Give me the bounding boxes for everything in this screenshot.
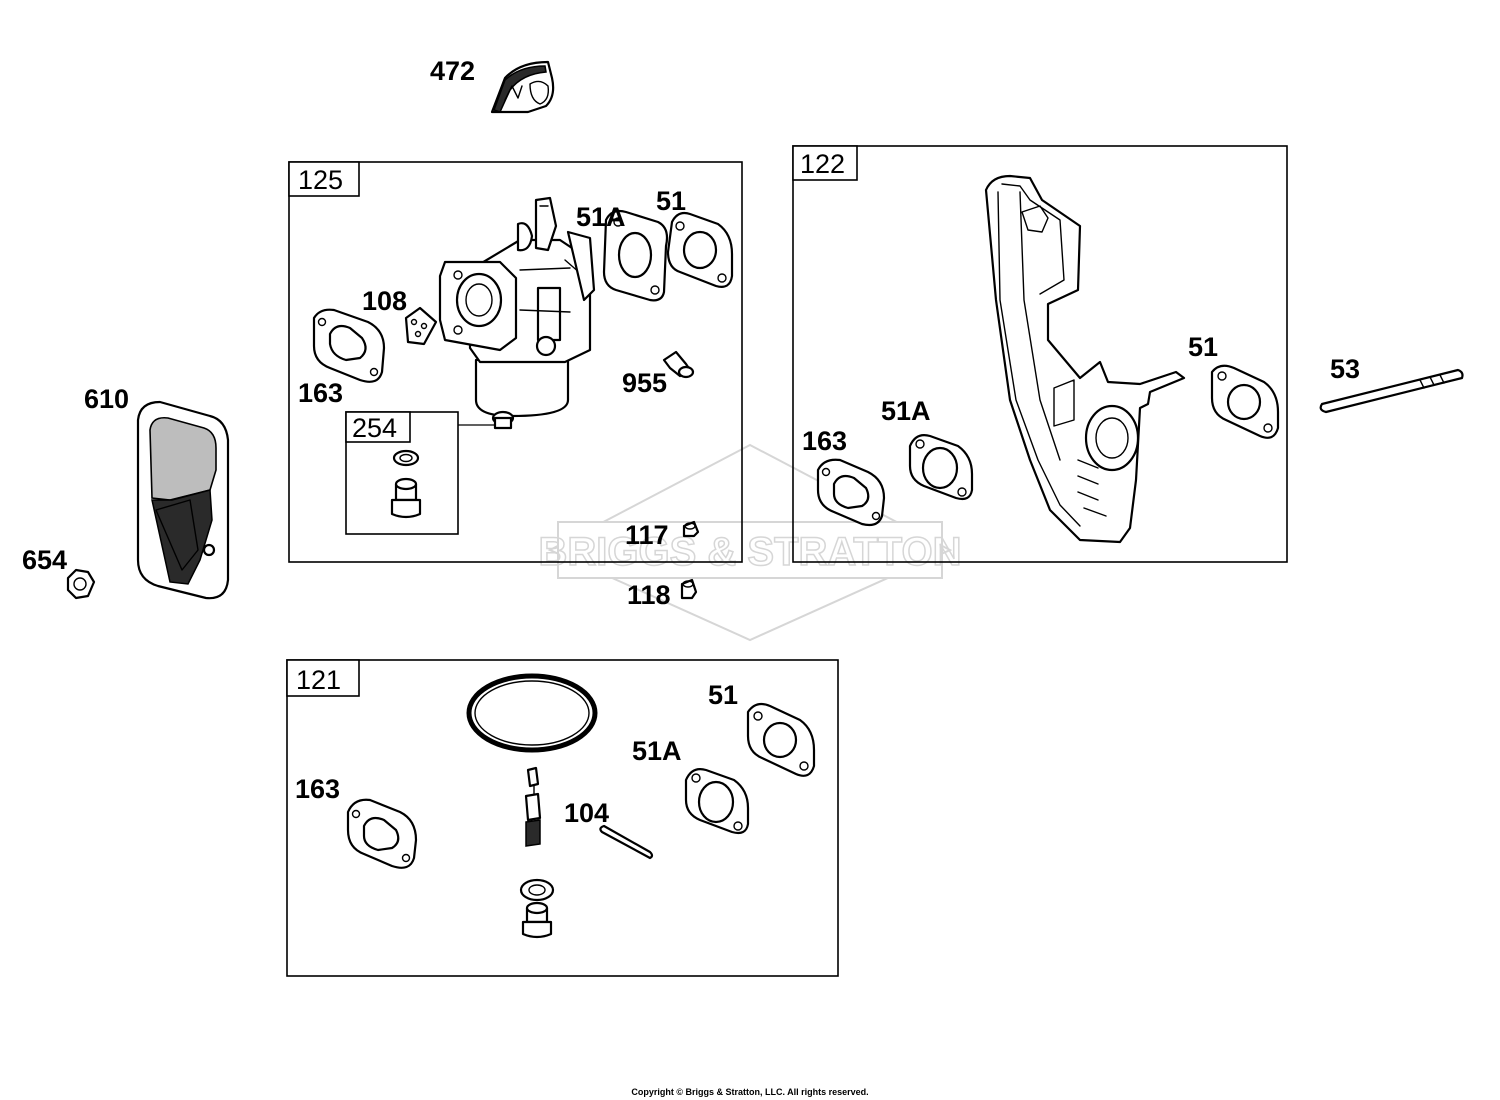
gasket-icon bbox=[1210, 364, 1280, 439]
air-filter-cover-icon bbox=[136, 400, 230, 600]
nut-118-icon bbox=[680, 578, 698, 600]
group-254-tag-box bbox=[345, 411, 411, 443]
group-121-tag-box bbox=[286, 659, 360, 697]
label-121-163: 163 bbox=[295, 774, 340, 804]
copyright-text: Copyright © Briggs & Stratton, LLC. All … bbox=[631, 1087, 868, 1097]
watermark: BRIGGS & STRATTON bbox=[538, 443, 962, 642]
group-125-tag: 125 bbox=[298, 165, 343, 195]
gasket-51a-icon bbox=[908, 434, 974, 501]
label-117: 117 bbox=[625, 520, 669, 550]
label-125-955: 955 bbox=[622, 368, 667, 398]
heat-shield-icon bbox=[984, 174, 1186, 544]
needle-valve-icon bbox=[524, 766, 542, 847]
label-118: 118 bbox=[627, 580, 671, 610]
gasket-icon bbox=[746, 702, 816, 777]
watermark-text: BRIGGS & STRATTON bbox=[539, 530, 962, 574]
label-654: 654 bbox=[22, 545, 67, 575]
gasket-51a-icon bbox=[602, 209, 669, 302]
group-254-tag: 254 bbox=[352, 413, 397, 443]
label-122-163: 163 bbox=[802, 426, 847, 456]
gasket-163-icon bbox=[312, 308, 386, 383]
gasket-163-icon bbox=[346, 798, 418, 869]
stud-icon bbox=[1319, 368, 1464, 414]
group-125-tag-box bbox=[288, 161, 360, 197]
label-122-51a: 51A bbox=[881, 396, 931, 426]
gasket-163-icon bbox=[816, 458, 886, 527]
label-125-51: 51 bbox=[656, 186, 686, 216]
choke-knob-icon bbox=[490, 60, 555, 114]
label-53: 53 bbox=[1330, 354, 1360, 384]
gasket-51a-icon bbox=[684, 768, 750, 835]
label-121-51a: 51A bbox=[632, 736, 682, 766]
group-121: 121 104 bbox=[286, 659, 839, 977]
label-125-51a: 51A bbox=[576, 202, 626, 232]
nut-117-icon bbox=[682, 520, 700, 538]
label-122-51: 51 bbox=[1188, 332, 1218, 362]
label-610: 610 bbox=[84, 384, 129, 414]
group-122: 122 51 51A bbox=[792, 145, 1288, 563]
label-125-108: 108 bbox=[362, 286, 407, 316]
label-121-51: 51 bbox=[708, 680, 738, 710]
group-125: 125 bbox=[288, 161, 743, 563]
bowl-gasket-ring-icon bbox=[466, 673, 598, 753]
bowl-screw-icon bbox=[519, 878, 555, 939]
group-125-frame bbox=[288, 161, 743, 563]
pin-icon bbox=[599, 824, 654, 860]
label-125-163: 163 bbox=[298, 378, 343, 408]
nut-icon bbox=[66, 568, 96, 600]
group-122-tag-box bbox=[792, 145, 858, 181]
label-472: 472 bbox=[430, 56, 475, 86]
gasket-icon bbox=[666, 211, 734, 288]
group-254: 254 bbox=[345, 411, 496, 535]
group-122-tag: 122 bbox=[800, 149, 845, 179]
group-121-tag: 121 bbox=[296, 665, 341, 695]
screw-icon bbox=[662, 350, 695, 379]
jet-icon bbox=[404, 306, 438, 346]
carburetor-icon bbox=[438, 196, 596, 430]
group-121-frame bbox=[286, 659, 839, 977]
group-122-frame bbox=[792, 145, 1288, 563]
label-121-104: 104 bbox=[564, 798, 609, 828]
